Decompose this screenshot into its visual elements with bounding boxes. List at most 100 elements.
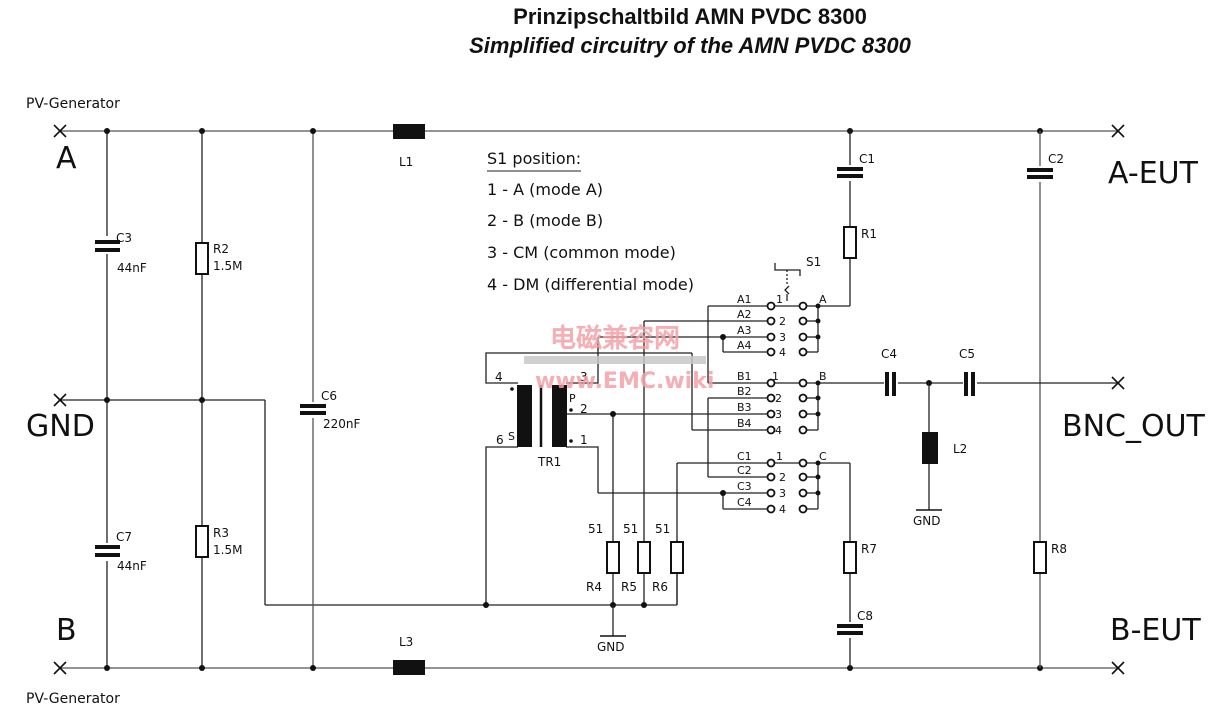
terminal-a-eut[interactable] [1111, 124, 1125, 138]
s1-contact-label: B2 [737, 385, 752, 398]
resistor-r5 [637, 541, 651, 574]
c6-value: 220nF [323, 417, 361, 431]
resistor-r3 [195, 525, 209, 558]
terminal-a-label: A [56, 141, 77, 176]
legend-item: 2 - B (mode B) [487, 211, 603, 230]
tr1-pin-label: 4 [495, 370, 503, 384]
s1-contact-label: B1 [737, 370, 752, 383]
r4-label: R4 [586, 580, 602, 594]
capacitor-c3 [94, 236, 120, 254]
r5-label: R5 [621, 580, 637, 594]
c6-label: C6 [321, 389, 337, 403]
inductor-l2 [922, 432, 938, 464]
r8-label: R8 [1051, 542, 1067, 556]
terminal-b[interactable] [53, 661, 67, 675]
terminal-b-eut-label: B-EUT [1110, 613, 1201, 648]
s1-position-number: 3 [779, 331, 786, 344]
r2-value: 1.5M [213, 259, 242, 273]
capacitor-c2 [1027, 166, 1053, 182]
s1-position-number: 4 [775, 424, 782, 437]
s1-contact-label: A2 [737, 308, 752, 321]
switch-deck-b[interactable] [613, 353, 882, 477]
title-sub: Simplified circuitry of the AMN PVDC 830… [469, 33, 911, 58]
s1-label: S1 [806, 255, 821, 269]
s1-position-number: 4 [779, 503, 786, 516]
tr1-pin-label: 6 [496, 433, 504, 447]
s1-position-number: 3 [779, 487, 786, 500]
s1-contact-label: B4 [737, 417, 752, 430]
watermark-line1: 电磁兼容网 [550, 323, 680, 354]
legend-item: 3 - CM (common mode) [487, 243, 676, 262]
capacitor-c4 [884, 370, 898, 396]
terminal-gnd[interactable] [53, 393, 67, 407]
s1-contact-label: A4 [737, 339, 752, 352]
l2-label: L2 [953, 442, 967, 456]
s1-contact-label: C4 [737, 496, 752, 509]
s1-legend: S1 position: 1 - A (mode A) 2 - B (mode … [487, 149, 694, 294]
resistor-r7 [843, 541, 857, 574]
resistor-r4 [606, 541, 620, 574]
tr1-secondary-label: S [508, 430, 515, 443]
s1-common-label: C [819, 450, 827, 463]
c8-label: C8 [857, 609, 873, 623]
terminal-bnc-out-label: BNC_OUT [1062, 409, 1206, 444]
switch-deck-c[interactable] [598, 458, 850, 606]
terminal-gnd-label: GND [26, 409, 95, 444]
c4-label: C4 [881, 347, 897, 361]
resistor-r8 [1033, 541, 1047, 574]
s1-position-number: 1 [772, 370, 779, 383]
c3-label: C3 [116, 231, 132, 245]
watermark-line2: www.EMC.wiki [535, 369, 714, 394]
s1-position-number: 4 [779, 346, 786, 359]
resistor-r6 [670, 541, 684, 574]
legend-heading: S1 position: [487, 149, 581, 168]
tr1-pin-label: 1 [580, 433, 588, 447]
l1-label: L1 [399, 155, 413, 169]
c2-label: C2 [1048, 152, 1064, 166]
terminal-b-label: B [56, 613, 77, 648]
s1-position-number: 2 [779, 471, 786, 484]
legend-item: 1 - A (mode A) [487, 180, 603, 199]
terminal-a[interactable] [53, 124, 67, 138]
s1-common-label: B [819, 370, 827, 383]
gnd-label-r4: GND [597, 640, 625, 654]
s1-contact-label: A1 [737, 293, 752, 306]
watermark: 电磁兼容网 www.EMC.wiki [524, 323, 714, 394]
capacitor-c8 [837, 622, 863, 638]
s1-position-number: 1 [776, 293, 783, 306]
s1-position-number: 1 [776, 450, 783, 463]
tr1-pin-label: 2 [580, 402, 588, 416]
terminal-a-eut-label: A-EUT [1108, 156, 1199, 191]
tr1-pin-label: 3 [580, 370, 588, 384]
gnd-label-l2: GND [913, 514, 941, 528]
s1-contact-label: A3 [737, 324, 752, 337]
r6-label: R6 [652, 580, 668, 594]
c7-value: 44nF [117, 559, 147, 573]
transformer-tr1 [485, 337, 692, 605]
switch-s1-actuator[interactable] [774, 263, 801, 301]
c1-label: C1 [859, 152, 875, 166]
tr1-primary-label: P [569, 392, 576, 405]
r4-value: 51 [588, 522, 603, 536]
inductor-l3 [393, 660, 425, 675]
s1-position-number: 3 [775, 408, 782, 421]
resistor-r2 [195, 242, 209, 275]
r1-label: R1 [861, 227, 877, 241]
s1-position-number: 2 [775, 392, 782, 405]
l3-label: L3 [399, 635, 413, 649]
legend-item: 4 - DM (differential mode) [487, 275, 694, 294]
rail-gnd [60, 399, 677, 606]
s1-common-label: A [819, 293, 827, 306]
switch-deck-a[interactable] [598, 301, 821, 384]
terminal-b-eut[interactable] [1111, 661, 1125, 675]
resistor-r1 [843, 226, 857, 259]
r3-label: R3 [213, 526, 229, 540]
pv-generator-top-label: PV-Generator [26, 96, 120, 112]
capacitor-c1 [837, 165, 863, 181]
r7-label: R7 [861, 542, 877, 556]
r3-value: 1.5M [213, 543, 242, 557]
c7-label: C7 [116, 530, 132, 544]
s1-contact-label: B3 [737, 401, 752, 414]
r2-label: R2 [213, 242, 229, 256]
